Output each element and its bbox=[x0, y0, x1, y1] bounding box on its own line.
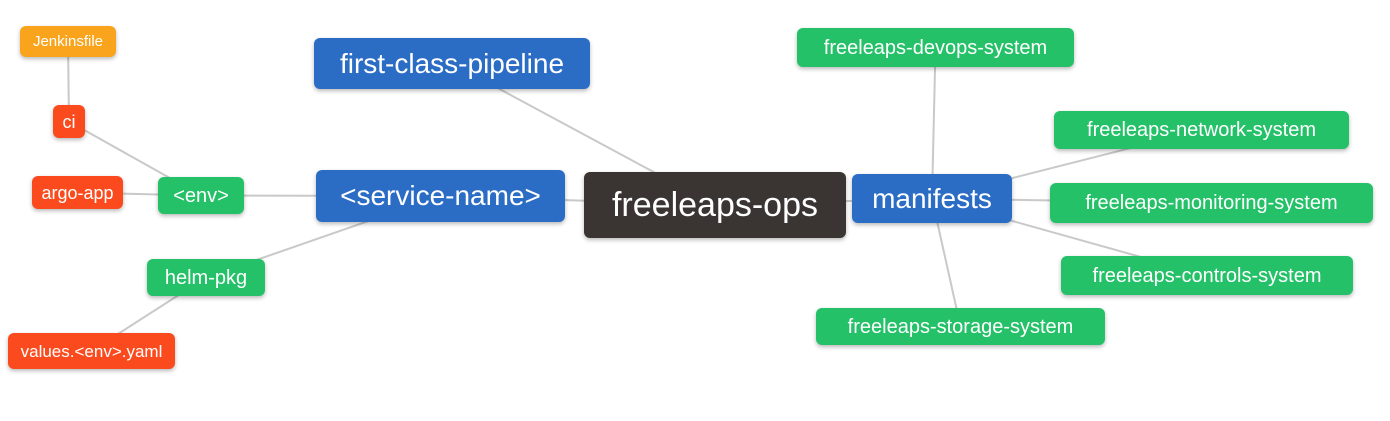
mindmap-node-freeleaps-storage-system[interactable]: freeleaps-storage-system bbox=[816, 308, 1105, 345]
mindmap-node-jenkinsfile[interactable]: Jenkinsfile bbox=[20, 26, 116, 57]
mindmap-node-ci[interactable]: ci bbox=[53, 105, 85, 138]
mindmap-node-freeleaps-monitoring-system[interactable]: freeleaps-monitoring-system bbox=[1050, 183, 1373, 223]
mindmap-node-env[interactable]: <env> bbox=[158, 177, 244, 214]
mindmap-node-argo-app[interactable]: argo-app bbox=[32, 176, 123, 209]
mindmap-node-helm-pkg[interactable]: helm-pkg bbox=[147, 259, 265, 296]
mindmap-node-freeleaps-network-system[interactable]: freeleaps-network-system bbox=[1054, 111, 1349, 149]
mindmap-node-freeleaps-controls-system[interactable]: freeleaps-controls-system bbox=[1061, 256, 1353, 295]
mindmap-node-freeleaps-ops[interactable]: freeleaps-ops bbox=[584, 172, 846, 238]
mindmap-node-service-name[interactable]: <service-name> bbox=[316, 170, 565, 222]
mindmap-node-values-env-yaml[interactable]: values.<env>.yaml bbox=[8, 333, 175, 369]
mindmap-node-manifests[interactable]: manifests bbox=[852, 174, 1012, 223]
mindmap-node-first-class-pipeline[interactable]: first-class-pipeline bbox=[314, 38, 590, 89]
mindmap-node-freeleaps-devops-system[interactable]: freeleaps-devops-system bbox=[797, 28, 1074, 67]
